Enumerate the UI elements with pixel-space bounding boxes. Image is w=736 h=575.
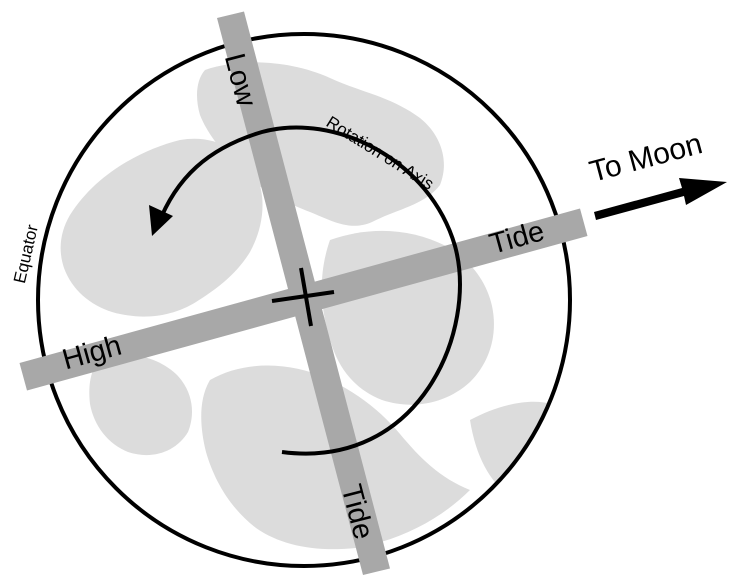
landmass-east-arc — [470, 401, 552, 496]
landmass-west — [60, 138, 263, 317]
rotation-arrow-path — [156, 125, 462, 456]
earth-outline — [36, 32, 572, 568]
arrow-right-icon — [594, 178, 727, 220]
axis-plus-icon — [271, 267, 335, 327]
landmass-southwest — [89, 355, 192, 456]
curved-arrow-icon — [149, 205, 173, 236]
